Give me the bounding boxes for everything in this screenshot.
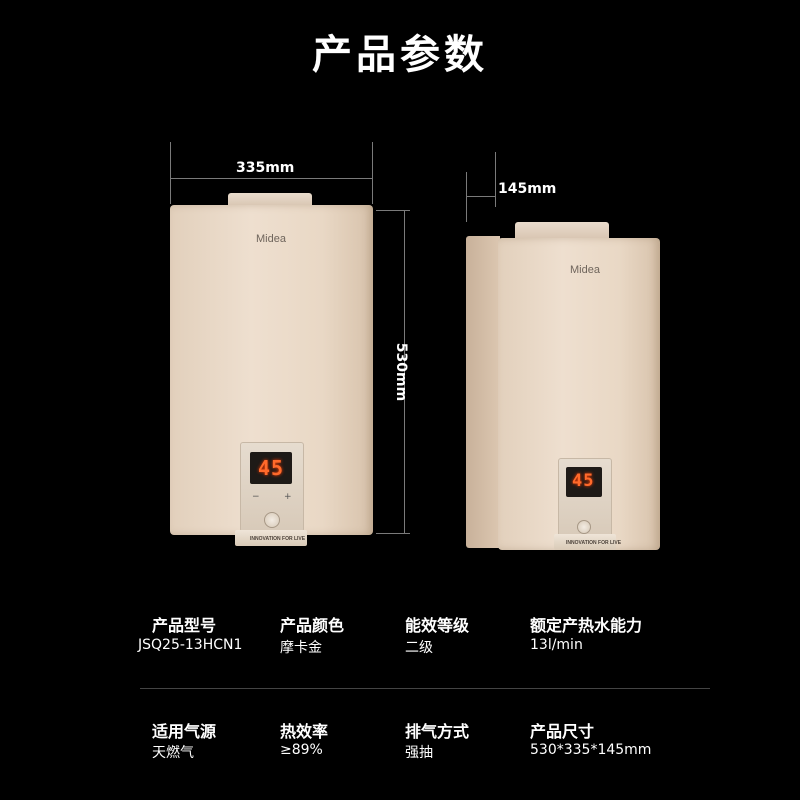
- front-heater-base: [235, 530, 307, 546]
- spec-model-value: JSQ25-13HCN1: [138, 637, 243, 653]
- front-minus-button[interactable]: −: [252, 492, 260, 502]
- spec-efficiency-grade-value: 二级: [405, 640, 433, 656]
- front-display-screen: [250, 452, 292, 484]
- height-guide-bottom: [376, 533, 410, 534]
- spec-size-value: 530*335*145mm: [530, 742, 652, 758]
- height-guide-top: [376, 210, 410, 211]
- spec-thermal-efficiency-label: 热效率: [280, 722, 329, 741]
- side-display-digits: 45: [572, 471, 595, 491]
- spec-gas-source-value: 天燃气: [152, 745, 194, 761]
- spec-model-label: 产品型号: [152, 616, 217, 635]
- depth-dimension-line: [466, 196, 496, 197]
- spec-size-label: 产品尺寸: [530, 722, 595, 741]
- front-tagline: INNOVATION FOR LIVE: [250, 536, 306, 542]
- spec-hot-water-capacity-value: 13l/min: [530, 637, 583, 653]
- specs-divider: [140, 688, 710, 689]
- spec-gas-source-label: 适用气源: [152, 722, 217, 741]
- side-brand-logo: Midea: [570, 264, 600, 276]
- depth-guide-right: [495, 152, 496, 207]
- width-guide-left: [170, 142, 171, 204]
- width-guide-right: [372, 142, 373, 204]
- spec-color-value: 摩卡金: [280, 640, 322, 656]
- front-plus-button[interactable]: +: [284, 492, 292, 502]
- front-display-digits: 45: [258, 456, 285, 480]
- side-display-screen: [566, 467, 602, 497]
- side-heater-vent: [515, 222, 609, 240]
- side-tagline: INNOVATION FOR LIVE: [566, 540, 622, 546]
- height-label: 530mm: [393, 342, 410, 402]
- front-brand-logo: Midea: [256, 233, 286, 245]
- depth-label: 145mm: [498, 181, 557, 197]
- front-heater-vent: [228, 193, 312, 207]
- front-power-knob[interactable]: [264, 512, 280, 528]
- height-dimension-line: [404, 210, 405, 534]
- depth-guide-left: [466, 172, 467, 222]
- spec-color-label: 产品颜色: [280, 616, 345, 635]
- side-heater-side: [466, 236, 500, 548]
- spec-hot-water-capacity-label: 额定产热水能力: [530, 616, 643, 635]
- side-heater-base: [554, 534, 616, 550]
- spec-exhaust-value: 强抽: [405, 745, 433, 761]
- side-power-knob[interactable]: [577, 520, 591, 534]
- width-dimension-line: [170, 178, 373, 179]
- spec-efficiency-grade-label: 能效等级: [405, 616, 470, 635]
- spec-thermal-efficiency-value: ≥89%: [280, 742, 323, 758]
- page-title: 产品参数: [312, 32, 488, 78]
- width-label: 335mm: [236, 160, 295, 176]
- spec-exhaust-label: 排气方式: [405, 722, 470, 741]
